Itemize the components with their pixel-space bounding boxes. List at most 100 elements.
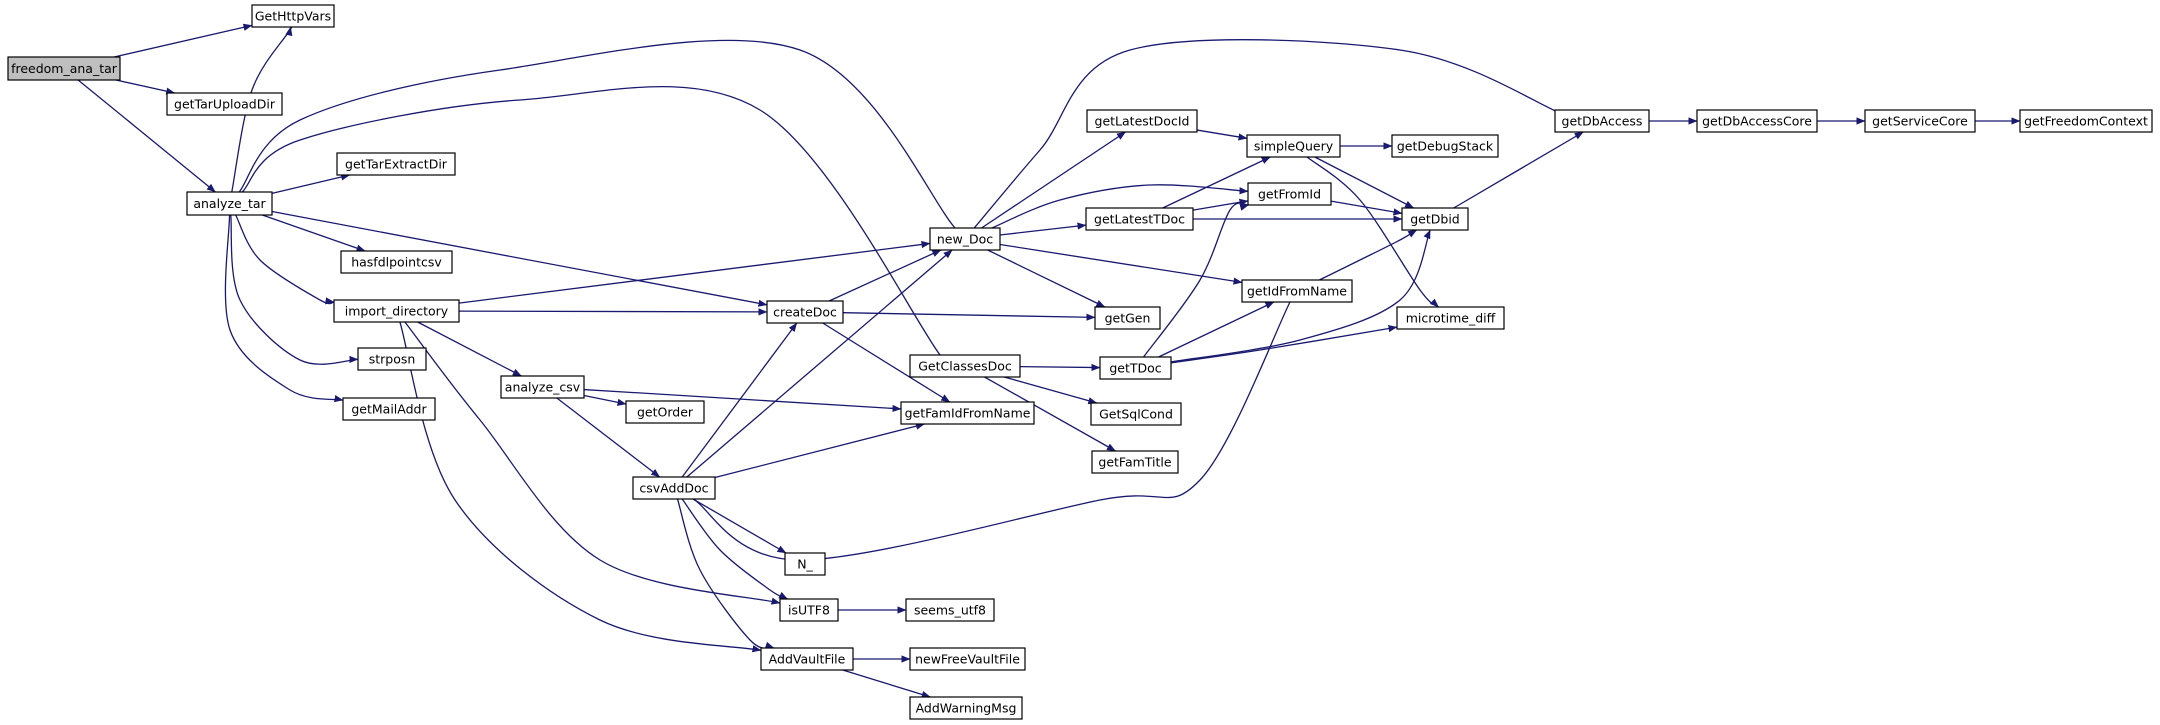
node-box [1246, 134, 1341, 158]
node-label: csvAddDoc [639, 481, 708, 496]
edge-analyze_tar-to-strposn [230, 214, 359, 365]
edge-new_Doc-to-getGen [987, 249, 1106, 308]
edge-AddVaultFile-to-AddWarningMsg [842, 669, 931, 698]
node-box [909, 696, 1023, 720]
node-box [166, 92, 283, 116]
edge-analyze_csv-to-csvAddDoc [556, 397, 661, 478]
edge-new_Doc-to-getLatestTDoc [999, 222, 1087, 236]
node-hasfdlpointcsv[interactable]: hasfdlpointcsv [340, 250, 453, 274]
node-getOrder[interactable]: getOrder [625, 400, 705, 424]
node-createDoc[interactable]: createDoc [766, 300, 844, 324]
node-csvAddDoc[interactable]: csvAddDoc [632, 476, 716, 500]
node-getTDoc[interactable]: getTDoc [1099, 356, 1172, 380]
node-getDbAccessCore[interactable]: getDbAccessCore [1696, 109, 1818, 133]
node-GetSqlCond[interactable]: GetSqlCond [1090, 402, 1182, 426]
node-box [1401, 207, 1469, 231]
node-label: newFreeVaultFile [915, 652, 1020, 667]
node-label: getFamIdFromName [905, 406, 1031, 421]
edge-import_directory-to-new_Doc [458, 240, 931, 304]
node-getFamTitle[interactable]: getFamTitle [1091, 450, 1179, 474]
node-microtime_diff[interactable]: microtime_diff [1396, 306, 1505, 330]
node-box [779, 598, 839, 622]
node-getFromId[interactable]: getFromId [1247, 182, 1332, 206]
node-label: getLatestDocId [1095, 114, 1190, 129]
node-box [500, 375, 585, 399]
node-GetHttpVars[interactable]: GetHttpVars [251, 4, 335, 28]
edge-getTDoc-to-getDbid [1170, 229, 1431, 363]
edge-createDoc-to-getGen [842, 312, 1096, 321]
edge-csvAddDoc-to-AddVaultFile [676, 498, 775, 650]
node-box [251, 4, 335, 28]
node-getFamIdFromName[interactable]: getFamIdFromName [900, 401, 1035, 425]
node-newFreeVaultFile[interactable]: newFreeVaultFile [909, 647, 1026, 671]
node-import_directory[interactable]: import_directory [333, 299, 460, 323]
node-getTarExtractDir[interactable]: getTarExtractDir [336, 152, 456, 176]
edge-getTDoc-to-getFromId [1143, 202, 1250, 358]
node-box [1247, 182, 1332, 206]
edge-analyze_tar-to-new_Doc [238, 39, 968, 242]
node-getFreedomContext[interactable]: getFreedomContext [2019, 109, 2153, 133]
node-box [1696, 109, 1818, 133]
node-box [760, 647, 854, 671]
edge-simpleQuery-to-getDbid [1314, 156, 1415, 209]
node-label: analyze_csv [505, 380, 581, 395]
node-getDebugStack[interactable]: getDebugStack [1391, 134, 1499, 158]
edge-GetClassesDoc-to-getFamTitle [984, 376, 1116, 452]
node-box [2019, 109, 2153, 133]
node-isUTF8[interactable]: isUTF8 [779, 598, 839, 622]
node-label: getTarExtractDir [345, 157, 448, 172]
node-layer: freedom_ana_tar GetHttpVars getTarUploadDi… [7, 4, 2153, 720]
node-AddVaultFile[interactable]: AddVaultFile [760, 647, 854, 671]
edge-simpleQuery-to-microtime_diff [1306, 156, 1439, 308]
edge-new_Doc-to-getDbAccess [973, 39, 1571, 229]
node-box [1554, 109, 1650, 133]
node-freedom_ana_tar[interactable]: freedom_ana_tar [7, 56, 121, 81]
node-label: getGen [1105, 311, 1151, 326]
edge-getIdFromName-to-getDbid [1319, 229, 1418, 281]
node-box [1391, 134, 1499, 158]
edge-analyze_csv-to-getFamIdFromName [583, 388, 902, 413]
node-getLatestDocId[interactable]: getLatestDocId [1086, 109, 1198, 133]
node-simpleQuery[interactable]: simpleQuery [1246, 134, 1341, 158]
node-getGen[interactable]: getGen [1094, 306, 1161, 330]
node-label: getLatestTDoc [1094, 212, 1185, 227]
node-label: GetSqlCond [1099, 407, 1173, 422]
node-getServiceCore[interactable]: getServiceCore [1864, 109, 1976, 133]
edge-import_directory-to-isUTF8 [404, 321, 781, 605]
node-label: getServiceCore [1872, 114, 1968, 129]
node-box [909, 647, 1026, 671]
edge-import_directory-to-analyze_csv [417, 321, 522, 377]
node-box [333, 299, 460, 323]
node-label: AddWarningMsg [916, 701, 1017, 716]
node-GetClassesDoc[interactable]: GetClassesDoc [909, 354, 1021, 378]
node-box [766, 300, 844, 324]
edge-csvAddDoc-to-createDoc [681, 322, 798, 478]
node-label: getDbAccess [1562, 114, 1643, 129]
edge-getDbid-to-getDbAccess [1453, 131, 1584, 209]
node-getTarUploadDir[interactable]: getTarUploadDir [166, 92, 283, 116]
node-analyze_csv[interactable]: analyze_csv [500, 375, 585, 399]
edge-createDoc-to-new_Doc [828, 249, 942, 302]
node-analyze_tar[interactable]: analyze_tar [186, 191, 273, 216]
node-box [1091, 450, 1179, 474]
edge-getLatestDocId-to-simpleQuery [1196, 129, 1248, 141]
node-getLatestTDoc[interactable]: getLatestTDoc [1085, 207, 1194, 231]
edge-GetClassesDoc-to-GetSqlCond [1004, 376, 1098, 405]
node-new_Doc[interactable]: new_Doc [929, 227, 1001, 251]
edge-getFromId-to-getDbid [1330, 200, 1403, 216]
node-getIdFromName[interactable]: getIdFromName [1241, 279, 1353, 303]
node-strposn[interactable]: strposn [357, 347, 427, 371]
node-getDbid[interactable]: getDbid [1401, 207, 1469, 231]
node-getMailAddr[interactable]: getMailAddr [342, 397, 436, 421]
node-AddWarningMsg[interactable]: AddWarningMsg [909, 696, 1023, 720]
node-box [336, 152, 456, 176]
node-label: getMailAddr [351, 402, 427, 417]
node-label: import_directory [345, 304, 449, 319]
node-label: getFreedomContext [2024, 114, 2148, 129]
node-seems_utf8[interactable]: seems_utf8 [905, 598, 995, 622]
node-label: N_ [797, 557, 813, 572]
node-getDbAccess[interactable]: getDbAccess [1554, 109, 1650, 133]
node-label: getTarUploadDir [174, 97, 276, 112]
node-box [1090, 402, 1182, 426]
node-N_[interactable]: N_ [784, 552, 826, 576]
